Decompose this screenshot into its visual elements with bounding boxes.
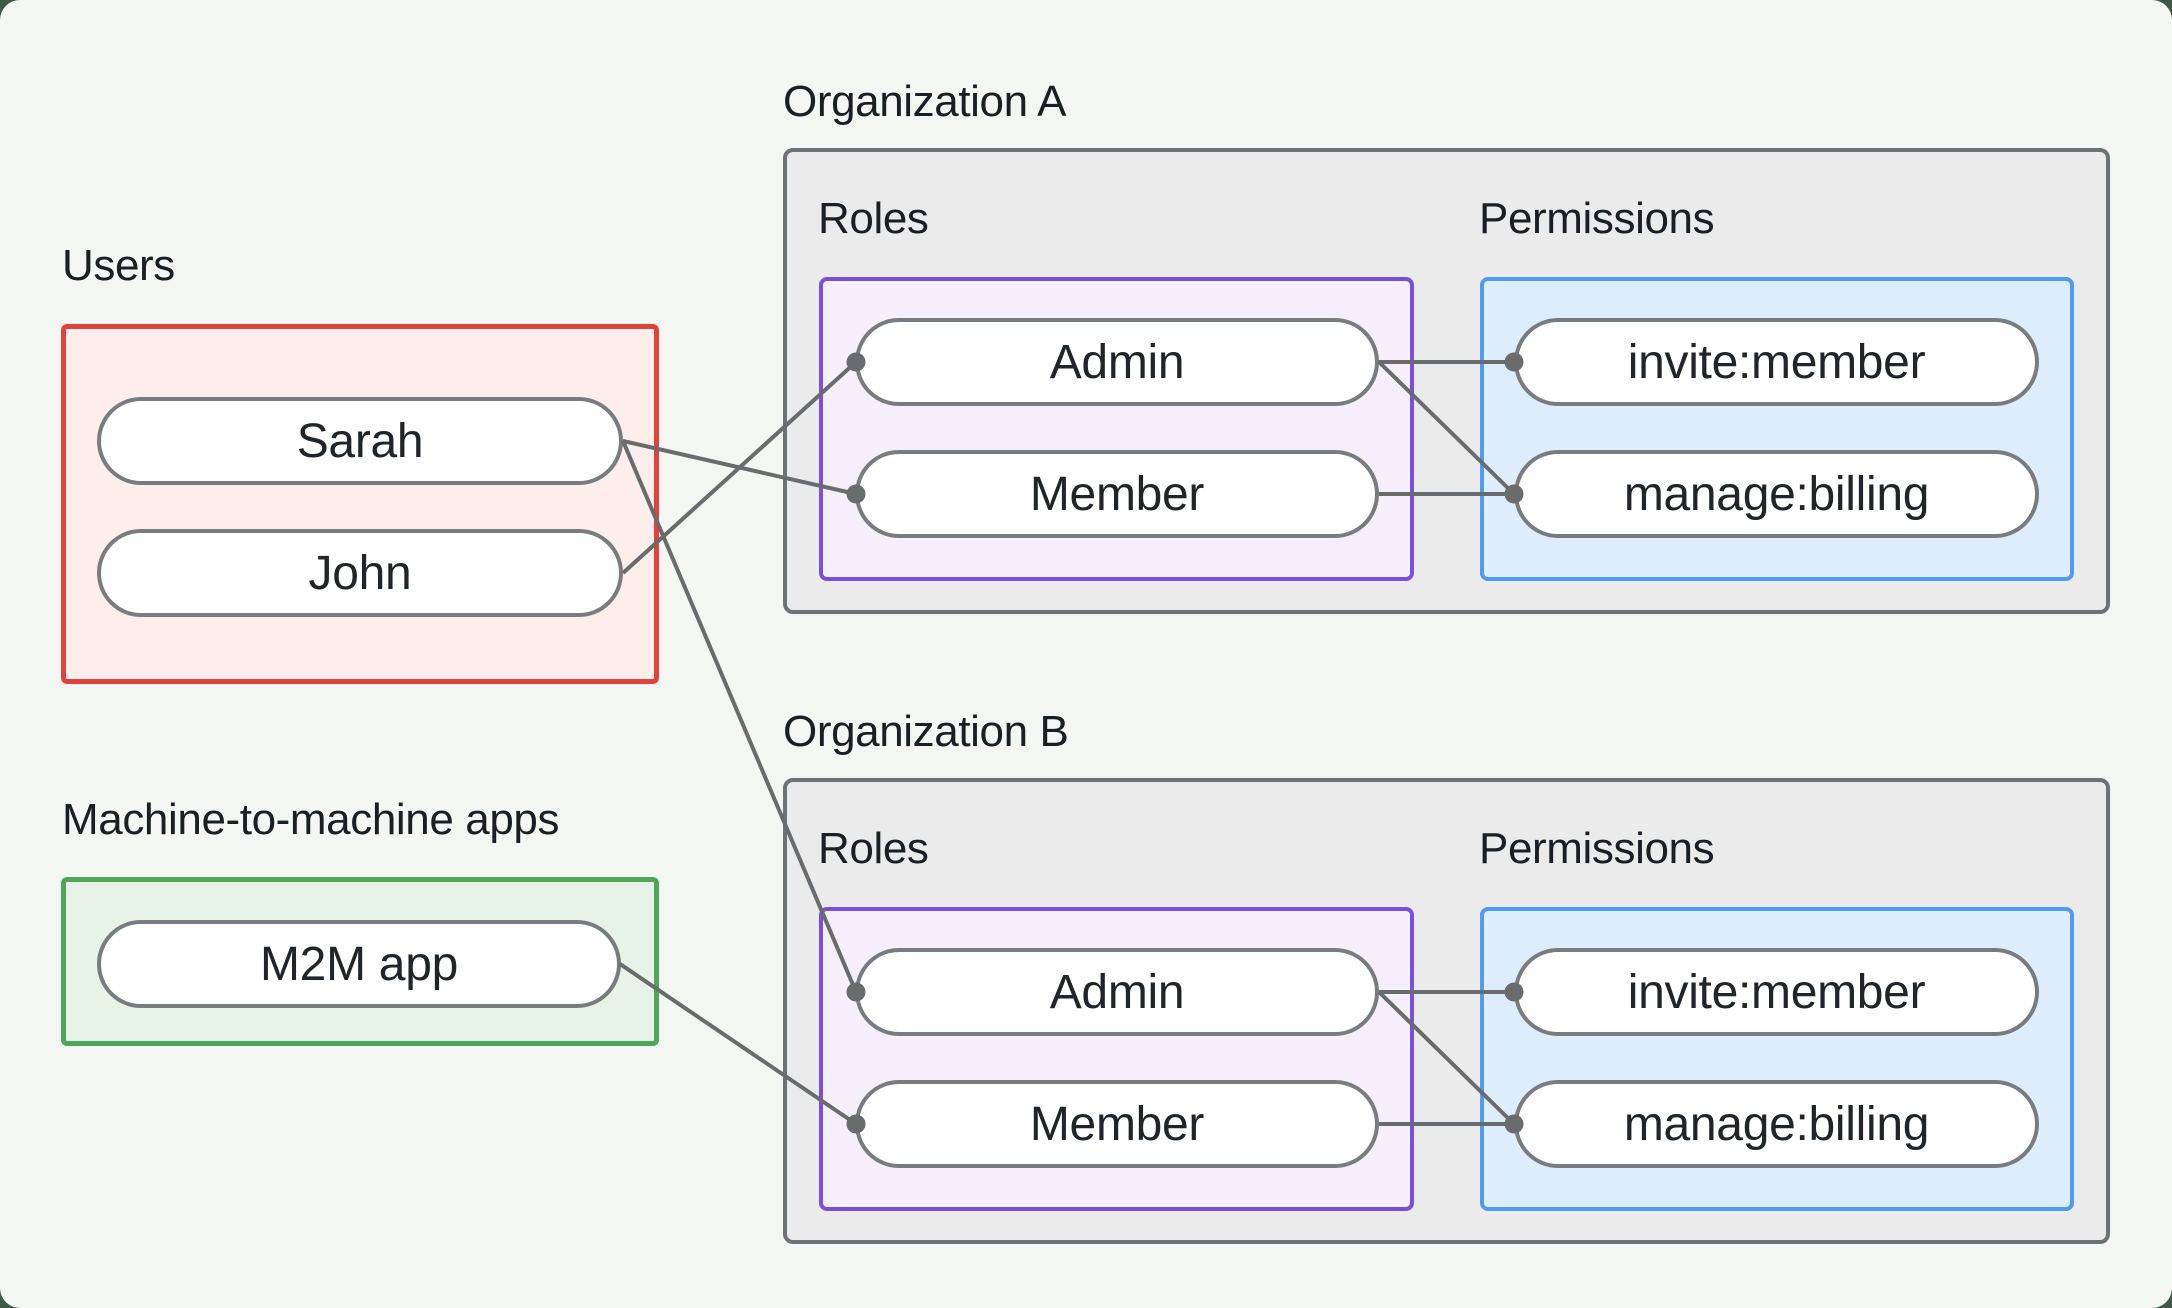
org-b-role-node-admin: Admin [855, 948, 1379, 1036]
org-b-roles-label: Roles [818, 824, 929, 873]
permission-node-label: manage:billing [1623, 467, 1930, 521]
org-b-permissions-label: Permissions [1479, 824, 1715, 873]
m2m-app-node: M2M app [97, 920, 621, 1008]
org-b-role-node-member: Member [855, 1080, 1379, 1168]
user-node-label: Sarah [296, 414, 424, 468]
org-a-permissions-label: Permissions [1479, 194, 1715, 243]
org-b-permission-node-manage-billing: manage:billing [1514, 1080, 2039, 1168]
permission-node-label: invite:member [1627, 965, 1926, 1019]
users-group-box [61, 324, 659, 684]
org-a-permission-node-invite-member: invite:member [1514, 318, 2039, 406]
m2m-app-node-label: M2M app [260, 937, 458, 991]
permission-node-label: manage:billing [1623, 1097, 1930, 1151]
org-a-roles-label: Roles [818, 194, 929, 243]
permission-node-label: invite:member [1627, 335, 1926, 389]
org-a-role-node-member: Member [855, 450, 1379, 538]
m2m-section-label: Machine-to-machine apps [62, 795, 560, 844]
role-node-label: Admin [1049, 335, 1185, 389]
users-section-label: Users [62, 241, 175, 290]
org-b-permission-node-invite-member: invite:member [1514, 948, 2039, 1036]
org-a-title: Organization A [783, 77, 1067, 126]
org-a-permission-node-manage-billing: manage:billing [1514, 450, 2039, 538]
user-node-sarah: Sarah [97, 397, 623, 485]
role-node-label: Admin [1049, 965, 1185, 1019]
org-a-role-node-admin: Admin [855, 318, 1379, 406]
org-b-title: Organization B [783, 707, 1069, 756]
role-node-label: Member [1029, 1097, 1205, 1151]
user-node-label: John [308, 546, 412, 600]
role-node-label: Member [1029, 467, 1205, 521]
user-node-john: John [97, 529, 623, 617]
